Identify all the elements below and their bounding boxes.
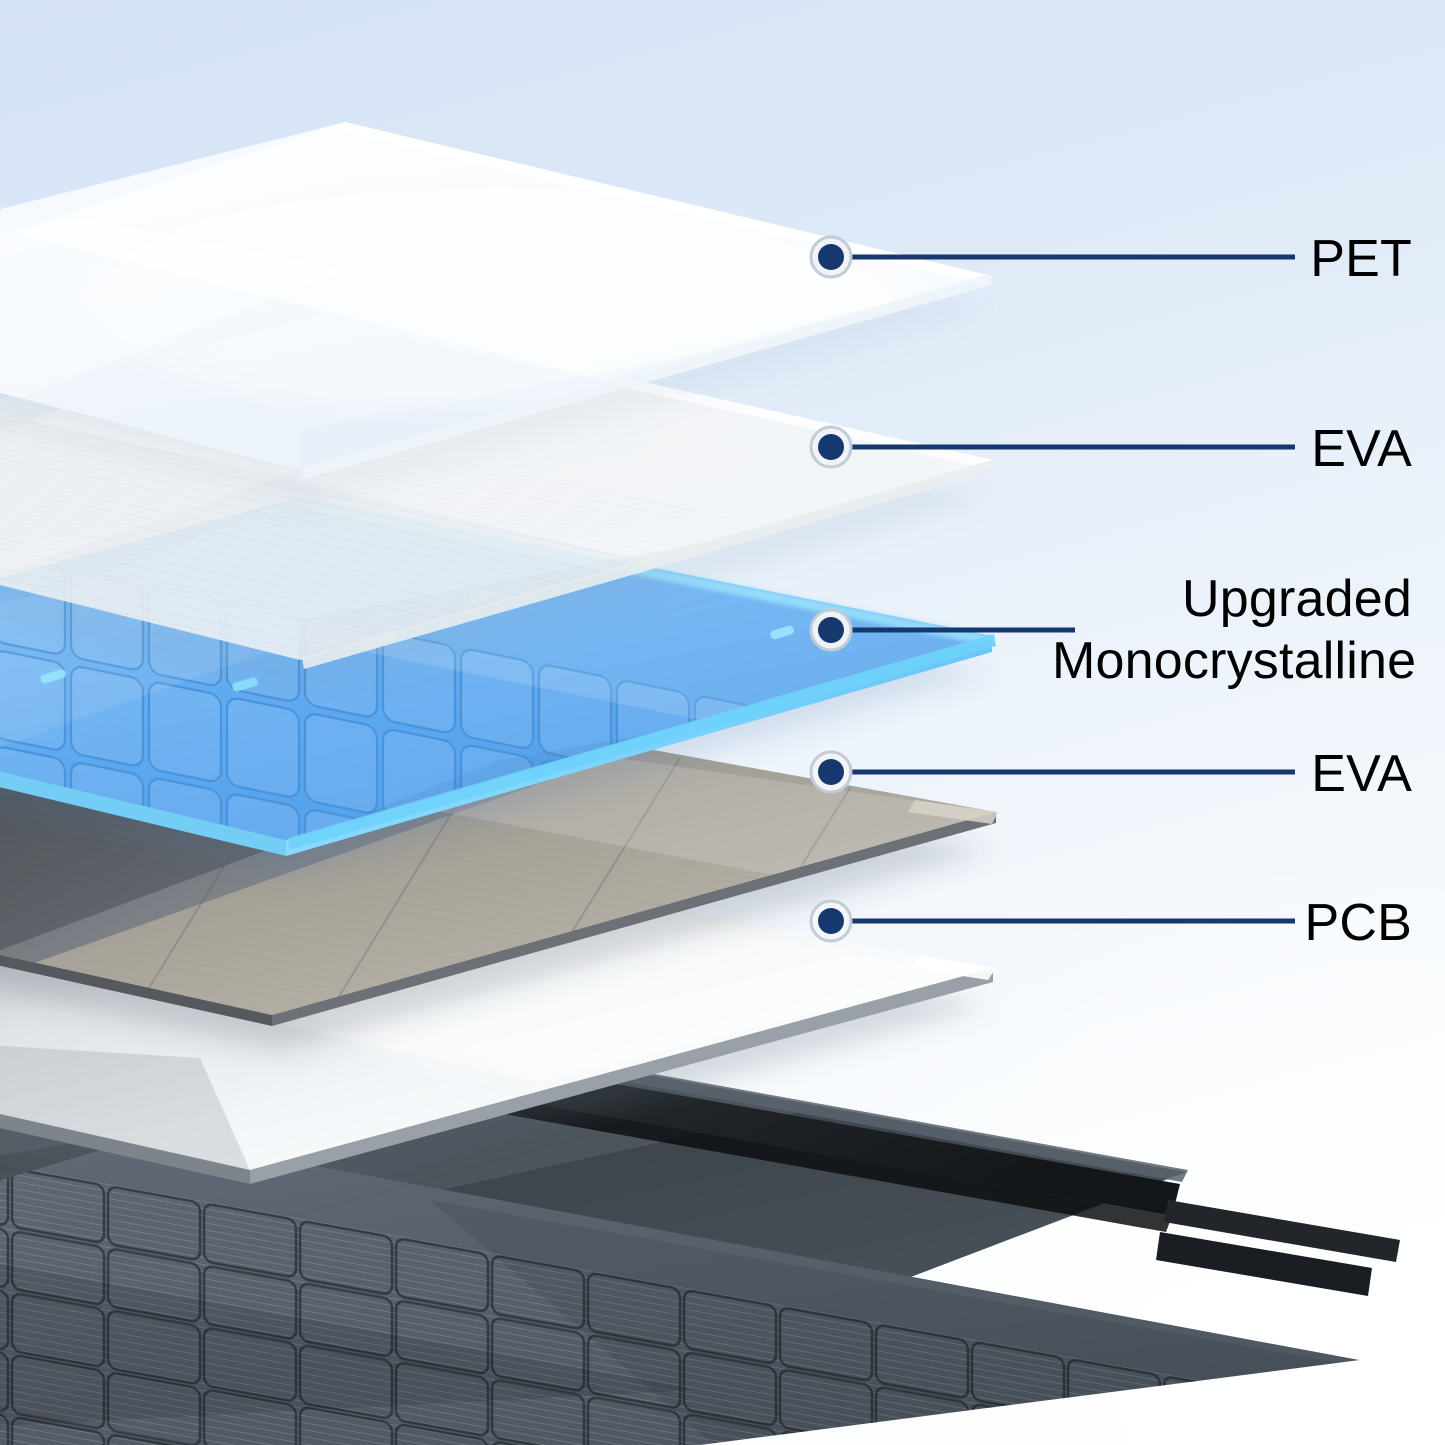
callout-label-pcb: PCB xyxy=(1304,894,1412,952)
callout-pcb[interactable] xyxy=(809,899,1295,943)
callout-eva-bottom[interactable] xyxy=(809,750,1295,794)
callout-label-eva-top: EVA xyxy=(1311,420,1412,478)
marker-dot-pet xyxy=(818,244,844,270)
callout-eva-top[interactable] xyxy=(809,425,1295,469)
marker-dot-pcb xyxy=(818,908,844,934)
marker-dot-eva-top xyxy=(818,434,844,460)
marker-dot-eva-bottom xyxy=(818,759,844,785)
callout-label-upgraded-monocrystalline: Upgraded Monocrystalline xyxy=(1052,568,1416,692)
callout-label-eva-bottom: EVA xyxy=(1311,745,1412,803)
callout-label-line-2: Monocrystalline xyxy=(1052,632,1417,690)
callout-label-pet: PET xyxy=(1310,230,1412,288)
marker-dot-monocrystalline xyxy=(818,617,844,643)
callout-label-line-1: Upgraded xyxy=(1182,570,1412,628)
callout-leaders xyxy=(809,235,1295,943)
callout-pet[interactable] xyxy=(809,235,1295,279)
callout-upgraded-monocrystalline[interactable] xyxy=(809,608,1075,652)
